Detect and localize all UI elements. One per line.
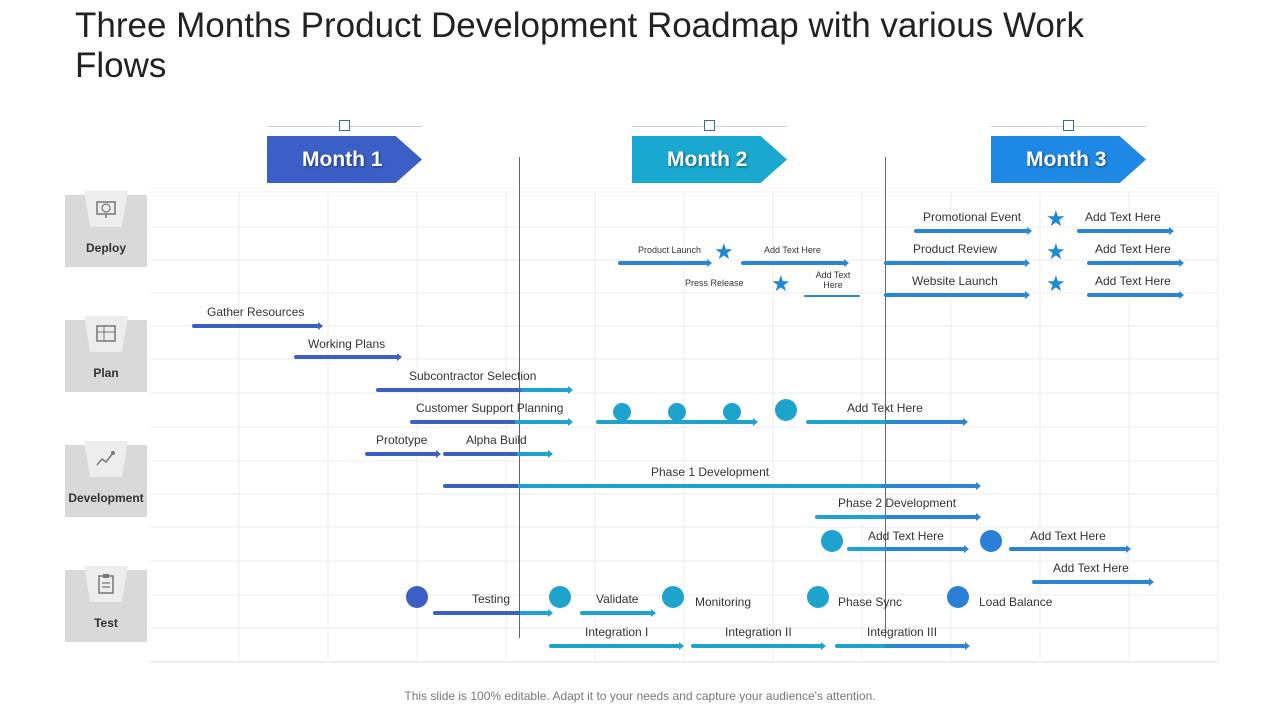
- category-label: Plan: [93, 366, 119, 380]
- milestone-dot: [723, 403, 741, 421]
- task-bar-add-text-5: [847, 545, 969, 553]
- month-divider-2: [885, 157, 886, 638]
- task-bar-add-text-7: [1032, 578, 1154, 586]
- month-3-marker-box: [1063, 120, 1074, 131]
- task-label-integration3: Integration III: [867, 625, 938, 639]
- month-divider-1: [519, 157, 520, 638]
- task-bar-product-launch: [618, 259, 712, 267]
- clipboard-icon: [98, 574, 114, 594]
- task-bar-product-review: [884, 259, 1030, 267]
- task-label-add-text-5: Add Text Here: [868, 529, 944, 543]
- milestone-dot: [668, 403, 686, 421]
- task-bar-promotional-event: [914, 227, 1032, 235]
- task-label-working-plans: Working Plans: [308, 337, 386, 351]
- footer-note: This slide is 100% editable. Adapt it to…: [404, 689, 876, 703]
- task-label-add-text-small: Add Text Here: [764, 245, 821, 255]
- month-1-marker-box: [339, 120, 350, 131]
- task-bar-add-text-small: [741, 259, 849, 267]
- task-label-phase2: Phase 2 Development: [838, 496, 957, 510]
- task-bar-phase1: [443, 482, 981, 490]
- task-bar-milestones: [596, 418, 758, 426]
- task-bar-testing: [433, 609, 553, 617]
- milestone-dot: [406, 586, 428, 608]
- month-1-header: Month 1: [267, 136, 422, 183]
- month-2-marker-box: [704, 120, 715, 131]
- task-bar-gather-resources: [192, 322, 323, 330]
- task-bar-alpha-build: [443, 450, 553, 458]
- task-bar-customer-support-planning: [410, 418, 573, 426]
- star-icon: ★: [1046, 271, 1066, 296]
- task-bar-working-plans: [294, 353, 402, 361]
- globe-monitor-icon: [96, 201, 116, 218]
- category-test: Test: [65, 566, 147, 642]
- category-deploy: Deploy: [65, 191, 147, 267]
- task-label-website-launch: Website Launch: [912, 274, 998, 288]
- task-bar-integration3: [835, 642, 970, 650]
- task-label-add-text-6: Add Text Here: [1030, 529, 1106, 543]
- task-bar-integration1: [549, 642, 684, 650]
- task-label-add-text-4: Add Text Here: [847, 401, 923, 415]
- task-bar-add-text-3: [1087, 291, 1184, 299]
- task-label-add-text-1: Add Text Here: [1085, 210, 1161, 224]
- task-bar-subcontractor-selection: [376, 386, 573, 394]
- chart-hand-icon: [96, 451, 115, 466]
- milestone-dot: [775, 399, 797, 421]
- task-label-prototype: Prototype: [376, 433, 428, 447]
- task-label-monitoring: Monitoring: [695, 595, 752, 609]
- milestone-dot: [613, 403, 631, 421]
- task-label-phase1: Phase 1 Development: [651, 465, 770, 479]
- task-label-promotional-event: Promotional Event: [923, 210, 1022, 224]
- task-bar-add-text-2: [1087, 259, 1184, 267]
- milestone-dot: [980, 530, 1002, 552]
- milestone-dot: [947, 586, 969, 608]
- task-bar-validate: [580, 609, 656, 617]
- category-label: Deploy: [85, 241, 126, 255]
- task-bar-prototype: [365, 450, 441, 458]
- category-plan: Plan: [65, 316, 147, 392]
- task-bar-phase2: [815, 513, 981, 521]
- milestone-dot: [821, 530, 843, 552]
- task-label-alpha-build: Alpha Build: [466, 433, 527, 447]
- milestone-dot: [549, 586, 571, 608]
- task-label-customer-support-planning: Customer Support Planning: [416, 401, 564, 415]
- task-label-phase-sync: Phase Sync: [838, 595, 903, 609]
- month-3-header: Month 3: [991, 136, 1146, 183]
- task-label-add-text-7: Add Text Here: [1053, 561, 1129, 575]
- category-label: Development: [68, 491, 144, 505]
- task-bar-website-launch: [884, 291, 1030, 299]
- month-2-header: Month 2: [632, 136, 787, 183]
- task-underline-add-text: [804, 295, 860, 297]
- star-icon: ★: [714, 239, 734, 264]
- slide-title: Three Months Product Development Roadmap…: [75, 6, 1084, 85]
- task-label-press-release: Press Release: [685, 278, 744, 288]
- task-label-validate: Validate: [596, 592, 639, 606]
- task-bar-add-text-4: [806, 418, 968, 426]
- star-icon: ★: [771, 271, 791, 296]
- task-label-integration1: Integration I: [585, 625, 649, 639]
- category-development: Development: [65, 441, 147, 517]
- milestone-dot: [807, 586, 829, 608]
- category-label: Test: [94, 616, 118, 630]
- task-label-add-text-3: Add Text Here: [1095, 274, 1171, 288]
- task-bar-add-text-6: [1009, 545, 1131, 553]
- blueprint-icon: [96, 325, 116, 342]
- task-label-testing: Testing: [472, 592, 511, 606]
- task-bar-integration2: [691, 642, 826, 650]
- task-label-product-review: Product Review: [913, 242, 998, 256]
- task-label-subcontractor-selection: Subcontractor Selection: [409, 369, 537, 383]
- task-label-product-launch: Product Launch: [638, 245, 702, 255]
- task-bar-add-text-1: [1077, 227, 1174, 235]
- star-icon: ★: [1046, 206, 1066, 231]
- task-label-load-balance: Load Balance: [979, 595, 1053, 609]
- milestone-dot: [662, 586, 684, 608]
- task-label-gather-resources: Gather Resources: [207, 305, 305, 319]
- task-label-add-text-2: Add Text Here: [1095, 242, 1171, 256]
- task-label-integration2: Integration II: [725, 625, 792, 639]
- star-icon: ★: [1046, 239, 1066, 264]
